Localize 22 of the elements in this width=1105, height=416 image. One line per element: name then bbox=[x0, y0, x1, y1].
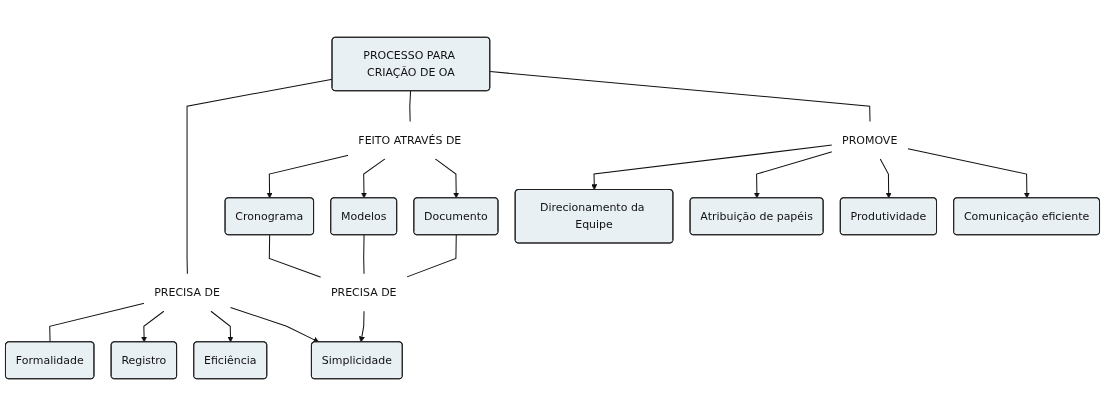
connector bbox=[186, 78, 333, 275]
arrow bbox=[210, 310, 234, 343]
connector bbox=[268, 234, 322, 278]
arrow bbox=[358, 310, 365, 343]
arrow bbox=[434, 158, 460, 199]
arrow bbox=[879, 158, 892, 199]
arrow bbox=[266, 154, 349, 199]
arrow bbox=[907, 148, 1030, 199]
connector bbox=[489, 71, 871, 123]
node-text: PRECISA DE bbox=[330, 285, 397, 299]
arrow bbox=[230, 306, 320, 343]
arrow bbox=[360, 158, 386, 199]
connector bbox=[49, 302, 145, 343]
arrow bbox=[141, 310, 165, 343]
node-text: PROMOVE bbox=[842, 133, 898, 147]
node-text: PRECISA DE bbox=[154, 285, 220, 299]
connector bbox=[406, 234, 457, 278]
connector bbox=[409, 90, 412, 123]
node-text: FEITO ATRAVÉS DE bbox=[358, 133, 462, 147]
connector bbox=[363, 234, 365, 275]
arrow bbox=[591, 144, 833, 191]
arrow bbox=[753, 151, 833, 199]
